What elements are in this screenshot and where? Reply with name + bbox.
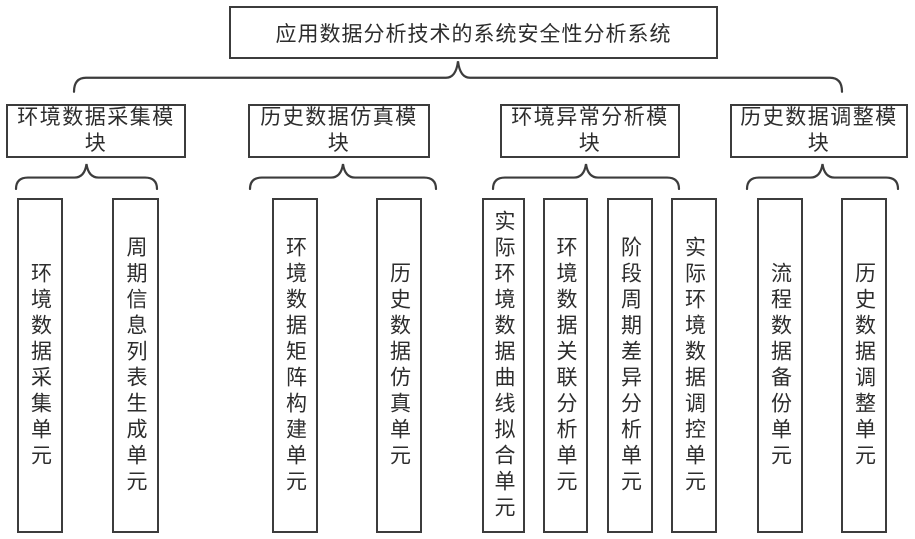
module-label: 环境数据采集模块 <box>17 106 175 155</box>
unit-label: 环境数据采集单元 <box>28 261 52 470</box>
unit-box-stage-period-difference-analysis: 阶段周期差异分析单元 <box>607 198 653 533</box>
unit-box-period-info-list-generation: 周期信息列表生成单元 <box>112 198 159 533</box>
unit-label: 周期信息列表生成单元 <box>124 235 147 496</box>
module-3-brace-connector <box>492 163 680 190</box>
unit-box-env-data-collection: 环境数据采集单元 <box>17 198 63 533</box>
unit-box-actual-env-data-curve-fitting: 实际环境数据曲线拟合单元 <box>482 198 525 533</box>
module-1-brace-connector <box>15 163 158 190</box>
module-2-brace-connector <box>249 163 437 190</box>
module-label: 历史数据仿真模块 <box>260 106 418 155</box>
unit-label: 阶段周期差异分析单元 <box>618 235 642 496</box>
module-4-brace-connector <box>746 163 899 190</box>
root-brace-connector <box>73 60 843 93</box>
unit-label: 环境数据关联分析单元 <box>554 235 577 496</box>
module-box-history-data-simulation: 历史数据仿真模块 <box>248 104 430 158</box>
unit-label: 实际环境数据曲线拟合单元 <box>492 209 515 522</box>
root-system-label: 应用数据分析技术的系统安全性分析系统 <box>275 22 672 46</box>
unit-label: 流程数据备份单元 <box>768 261 792 470</box>
unit-label: 历史数据调整单元 <box>852 261 876 470</box>
unit-box-process-data-backup: 流程数据备份单元 <box>757 198 803 533</box>
unit-label: 环境数据矩阵构建单元 <box>283 235 307 496</box>
unit-box-env-data-matrix-construction: 环境数据矩阵构建单元 <box>272 198 318 533</box>
module-box-env-data-collection: 环境数据采集模块 <box>6 104 186 158</box>
unit-label: 实际环境数据调控单元 <box>682 235 706 496</box>
root-system-box: 应用数据分析技术的系统安全性分析系统 <box>229 6 718 59</box>
module-box-history-data-adjustment: 历史数据调整模块 <box>730 104 908 158</box>
module-label: 历史数据调整模块 <box>740 106 898 155</box>
module-label: 环境异常分析模块 <box>511 106 669 155</box>
unit-box-actual-env-data-regulation: 实际环境数据调控单元 <box>671 198 717 533</box>
unit-box-history-data-simulation: 历史数据仿真单元 <box>376 198 422 533</box>
unit-box-env-data-correlation-analysis: 环境数据关联分析单元 <box>543 198 588 533</box>
module-box-env-anomaly-analysis: 环境异常分析模块 <box>500 104 680 158</box>
unit-label: 历史数据仿真单元 <box>387 261 411 470</box>
unit-box-history-data-adjustment: 历史数据调整单元 <box>841 198 887 533</box>
